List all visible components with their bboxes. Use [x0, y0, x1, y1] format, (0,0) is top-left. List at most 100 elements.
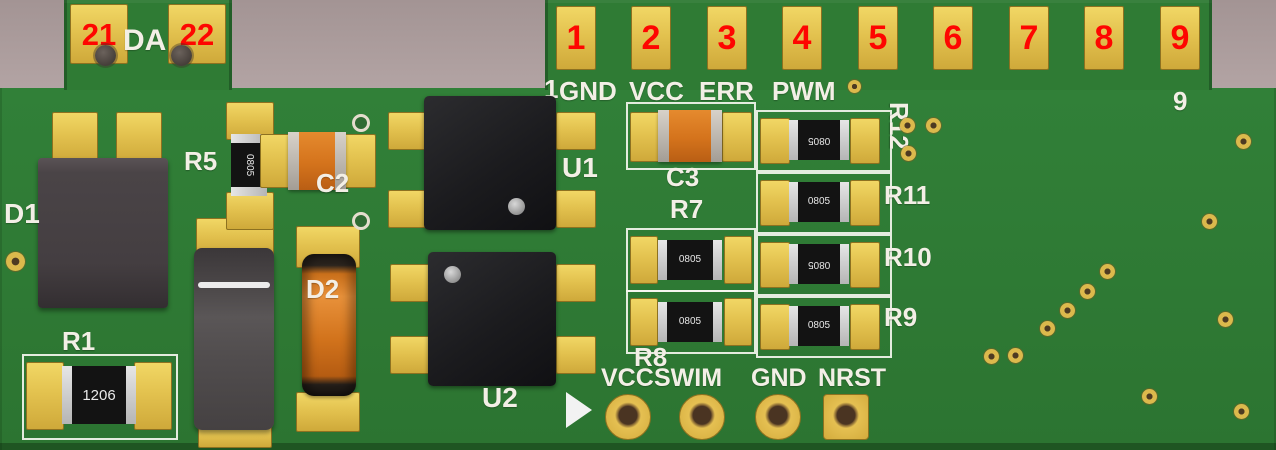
r1-pad-right: [134, 362, 172, 430]
r12-end-cap-right: [840, 120, 849, 160]
r10-package-marking: 0805: [807, 259, 831, 270]
refdes-r11: R11: [884, 180, 931, 210]
r7-package-marking: 0805: [678, 254, 702, 265]
connector-pad-9-number: 9: [1170, 19, 1190, 57]
r11-pad-left: [760, 180, 790, 226]
r12-end-cap-left: [789, 120, 798, 160]
via: [1100, 264, 1115, 279]
component-c2-body: [288, 132, 346, 190]
u1-pad-left-bottom: [388, 190, 428, 228]
header-label-nrst: NRST: [818, 364, 887, 392]
r11-package-marking: 0805: [807, 196, 831, 207]
c3-silkscreen-outline: [626, 102, 756, 170]
via: [1040, 321, 1055, 336]
r12-pad-right: [850, 118, 880, 164]
r5-end-cap-bottom: [231, 187, 267, 196]
connector-pad-5-number: 5: [868, 19, 888, 57]
refdes-r10: R10: [884, 242, 932, 272]
r11-silkscreen-outline: [756, 172, 892, 234]
u1-pad-right-top: [556, 112, 596, 150]
connector-pad-2-number: 2: [641, 19, 661, 57]
component-r8-body: 0805: [658, 302, 722, 342]
c3-end-cap-left: [658, 110, 669, 162]
connector-pad-9: 9: [1160, 6, 1200, 70]
r9-silkscreen-outline: [756, 296, 892, 358]
via: [901, 146, 916, 161]
component-gray-capacitor-body: [194, 248, 274, 430]
r1-package-marking: 1206: [82, 386, 116, 404]
r8-end-cap-left: [658, 302, 667, 342]
r10-pad-right: [850, 242, 880, 288]
tab-pad-21-number: 21: [81, 16, 117, 52]
r8-pad-right: [724, 298, 752, 346]
pin1-arrow-icon: [566, 392, 592, 428]
c3-end-cap-right: [711, 110, 722, 162]
r12-silkscreen-outline: [756, 110, 892, 172]
via: [926, 118, 941, 133]
r11-end-cap-left: [789, 182, 798, 222]
r7-end-cap-left: [658, 240, 667, 280]
component-d2-body: [302, 254, 356, 396]
r5-package-marking: 0805: [244, 153, 255, 177]
component-r11-body: 0805: [789, 182, 849, 222]
via: [1236, 134, 1251, 149]
via: [900, 118, 915, 133]
refdes-u2: U2: [482, 382, 518, 413]
connector-pad-2: 2: [631, 6, 671, 70]
connector-pad-7: 7: [1009, 6, 1049, 70]
connector-pad-4-number: 4: [792, 19, 812, 57]
u1-pad-left-top: [388, 112, 428, 150]
r5-end-cap-top: [231, 134, 267, 143]
header-pad-nrst: [823, 394, 869, 440]
header-pad-vcc: [605, 394, 651, 440]
r10-silkscreen-outline: [756, 234, 892, 296]
r10-pad-left: [760, 242, 790, 288]
d1-pad-left: [52, 112, 98, 162]
via: [984, 349, 999, 364]
r12-package-marking: 0805: [807, 135, 831, 146]
r9-end-cap-left: [789, 306, 798, 346]
connector-pad-4: 4: [782, 6, 822, 70]
refdes-d1: D1: [4, 198, 40, 229]
via: [1218, 312, 1233, 327]
refdes-c3: C3: [666, 162, 700, 192]
component-u1-body: [424, 96, 556, 230]
component-r1-body: 1206: [62, 366, 136, 424]
r9-end-cap-right: [840, 306, 849, 346]
refdes-r8: R8: [634, 342, 668, 372]
connector-pad-8: 8: [1084, 6, 1124, 70]
r7-pad-left: [630, 236, 658, 284]
r1-end-cap-right: [126, 366, 136, 424]
refdes-r7: R7: [670, 194, 704, 224]
r12-pad-left: [760, 118, 790, 164]
connector-pad-7-number: 7: [1019, 19, 1039, 57]
via-small: [352, 114, 370, 132]
r7-pad-right: [724, 236, 752, 284]
connector-pad-8-number: 8: [1094, 19, 1114, 57]
tab-label-da: DA: [123, 24, 167, 57]
r10-end-cap-right: [840, 244, 849, 284]
r1-pad-left: [26, 362, 64, 430]
gray-cap-highlight-stripe: [198, 282, 270, 288]
c3-pad-right: [722, 112, 752, 162]
via: [1060, 303, 1075, 318]
d1-pad-right: [116, 112, 162, 162]
silk-signal-pwm: PWM: [772, 76, 836, 106]
u2-pin1-dot: [444, 266, 461, 283]
connector-pad-6-number: 6: [943, 19, 963, 57]
via: [848, 80, 861, 93]
silk-signal-gnd: GND: [559, 76, 617, 106]
silk-pin9-mark: 9: [1173, 86, 1188, 116]
r8-pad-left: [630, 298, 658, 346]
r8-end-cap-right: [713, 302, 722, 342]
r9-pad-left: [760, 304, 790, 350]
component-r12-body: 0805: [789, 120, 849, 160]
u1-pad-right-bottom: [556, 190, 596, 228]
connector-pad-3: 3: [707, 6, 747, 70]
header-label-gnd: GND: [751, 364, 807, 392]
c2-end-cap-right: [335, 132, 346, 190]
r8-silkscreen-outline: [626, 290, 756, 354]
refdes-u1: U1: [562, 152, 598, 183]
connector-pad-6: 6: [933, 6, 973, 70]
